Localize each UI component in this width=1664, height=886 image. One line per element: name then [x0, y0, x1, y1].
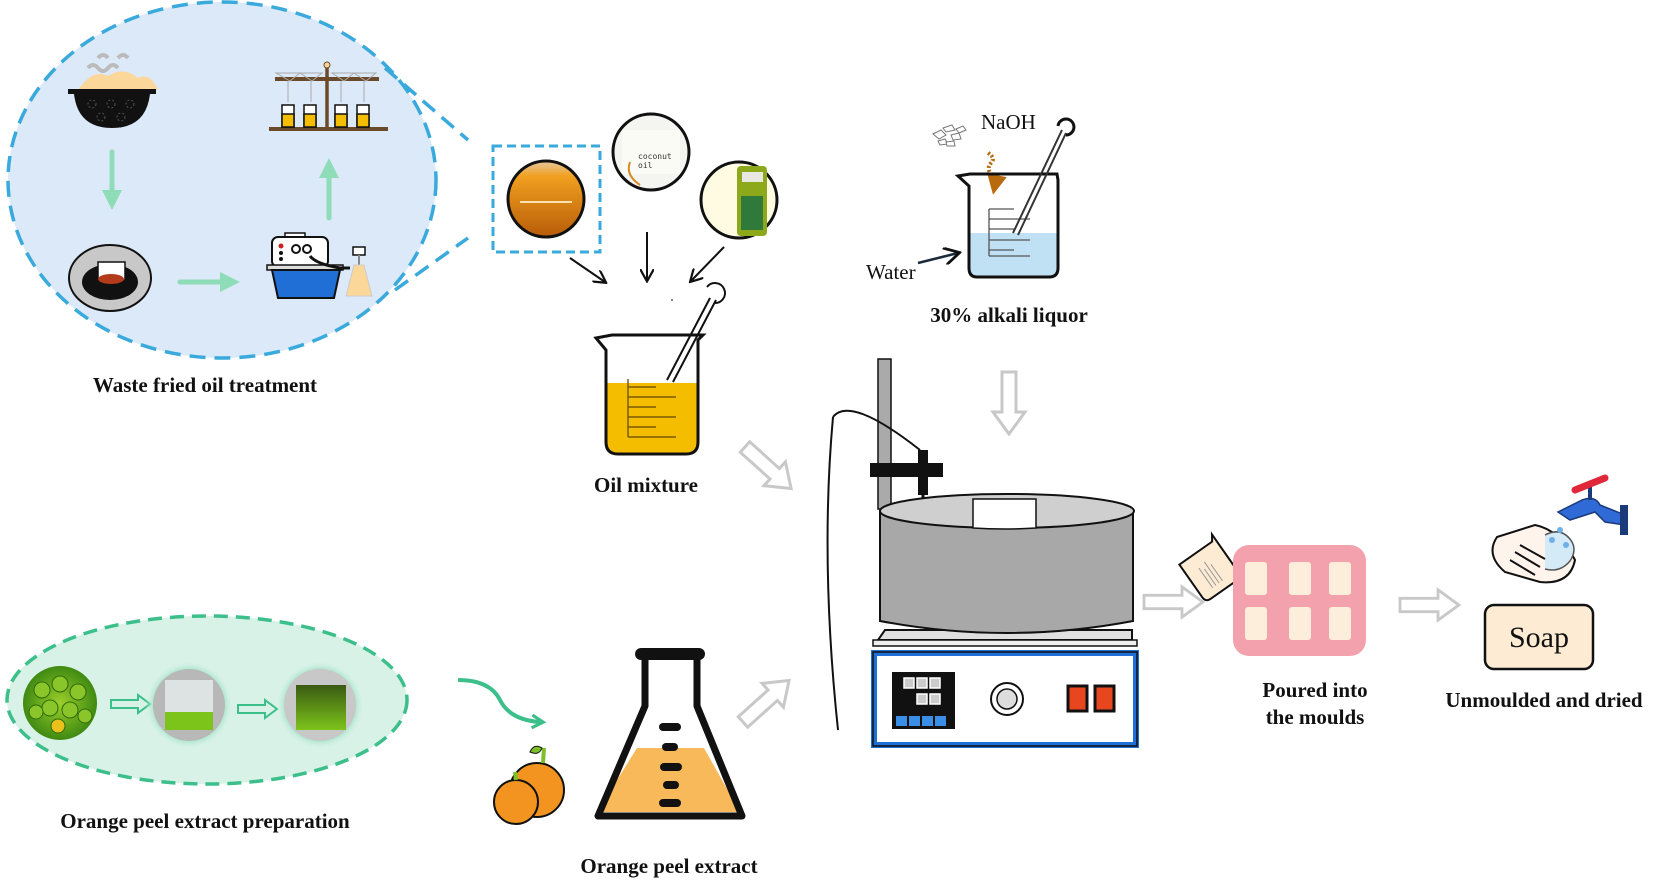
waste-oil-label: Waste fried oil treatment: [93, 373, 317, 397]
rotary-evaporator-icon: [266, 232, 373, 299]
filtration-rack-icon: [269, 61, 388, 131]
process-arrow-1: [110, 693, 152, 715]
colander-icon: [68, 53, 158, 128]
arrow-extract-to-bath: [730, 667, 802, 736]
unmoulded-label: Unmoulded and dried: [1445, 688, 1643, 712]
erlenmeyer-flask-icon: [594, 648, 746, 820]
waste-oil-bubble: [6, 0, 470, 360]
extract-beaker-photo: [276, 661, 364, 749]
water-bath-stirrer-icon: [826, 358, 1139, 748]
hand-washing-icon: [1491, 523, 1577, 584]
soap-bar-icon: Soap: [1483, 603, 1595, 671]
arrow-mould-to-soap: [1398, 588, 1461, 622]
arrow-down-alkali: [991, 370, 1027, 436]
coconut-label: coconut: [638, 152, 672, 161]
arrow-bath-to-mould: [1142, 585, 1205, 619]
beaker-oil-icon: [593, 282, 726, 456]
soap-mould-icon: [1233, 545, 1366, 656]
coconut-oil-photo: coconut oil: [611, 112, 691, 192]
water-label: Water: [866, 260, 916, 284]
waste-oil-highlight-box: [491, 144, 602, 254]
soap-label: Soap: [1509, 621, 1569, 654]
naoh-label: NaOH: [981, 110, 1036, 134]
oil-mixture-label: Oil mixture: [594, 473, 698, 497]
orange-photo: [23, 666, 97, 740]
oranges-icon: [493, 745, 565, 825]
orange-extract-label: Orange peel extract: [580, 854, 757, 878]
oil-input-arrows: [569, 232, 725, 282]
process-arrow-2: [237, 698, 279, 720]
poured-label-2: the moulds: [1266, 705, 1365, 729]
cycle-arrows: [102, 149, 339, 292]
naoh-flakes-icon: [932, 124, 967, 147]
alkali-liquor-label: 30% alkali liquor: [930, 303, 1088, 327]
poured-label-1: Poured into: [1262, 678, 1367, 702]
arrow-oil-to-bath: [732, 433, 804, 502]
faucet-icon: [1549, 474, 1628, 548]
waste-oil-photo: [506, 159, 586, 239]
soaking-beaker-photo: [145, 661, 233, 749]
orange-prep-label: Orange peel extract preparation: [60, 809, 350, 833]
evaporating-dish-icon: [68, 244, 152, 312]
beaker-alkali-icon: NaOH: [917, 110, 1076, 279]
prep-to-extract-arrow: [457, 678, 547, 730]
coconut-label-2: oil: [638, 161, 653, 170]
olive-oil-photo: [699, 160, 779, 240]
